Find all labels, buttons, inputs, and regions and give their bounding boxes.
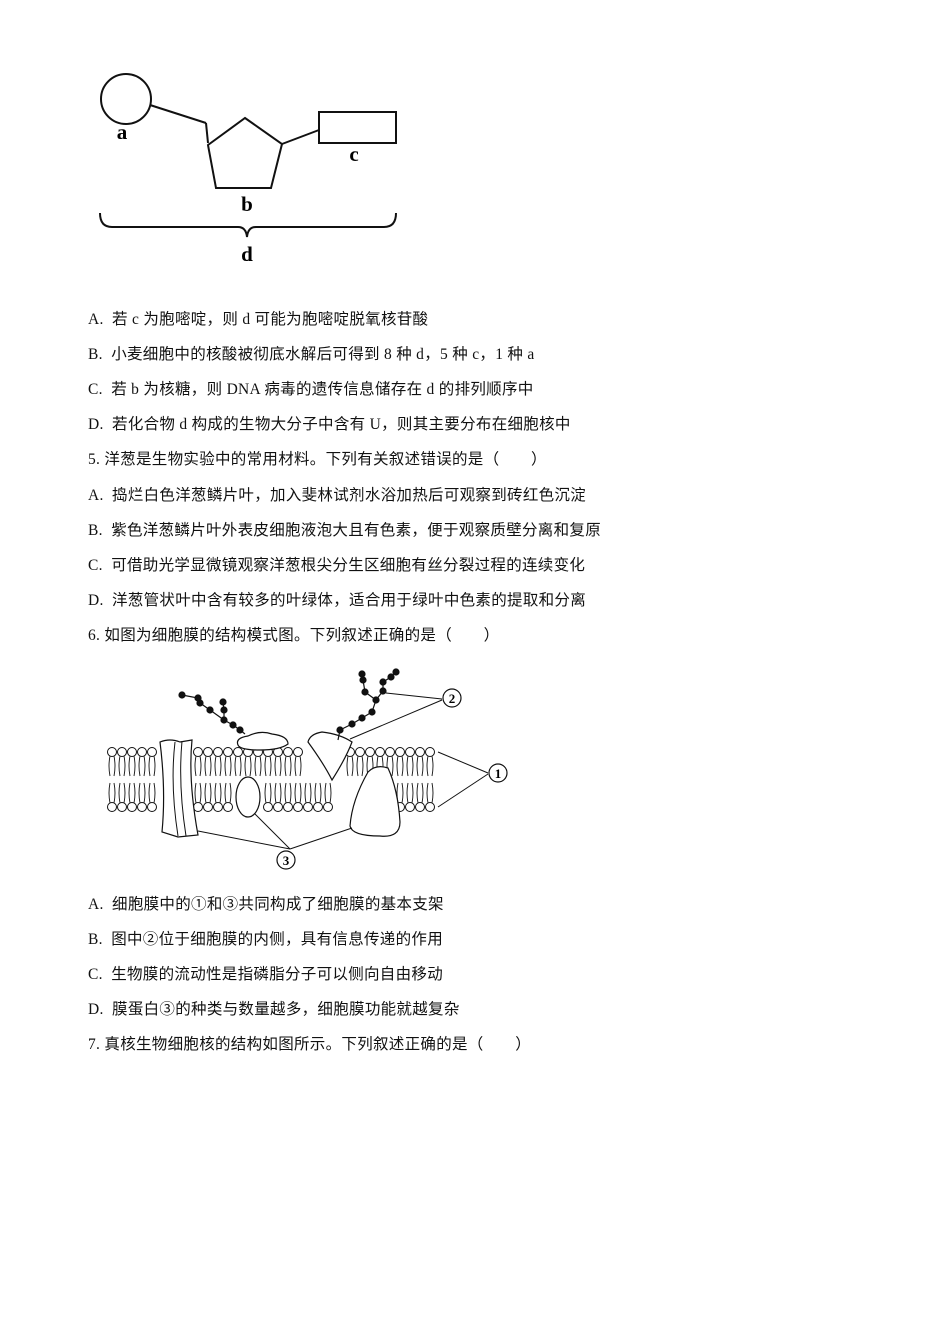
- label-b: b: [241, 192, 253, 216]
- pentose-sugar-pentagon: [206, 116, 284, 189]
- q6-option-a: A. 细胞膜中的①和③共同构成了细胞膜的基本支架: [88, 896, 444, 913]
- channel-protein: [159, 739, 199, 838]
- q4-option-b: B. 小麦细胞中的核酸被彻底水解后可得到 8 种 d，5 种 c，1 种 a: [88, 346, 535, 363]
- svg-text:2: 2: [449, 691, 456, 706]
- q6-option-b: B. 图中②位于细胞膜的内侧，具有信息传递的作用: [88, 931, 443, 948]
- q7-stem: 7. 真核生物细胞核的结构如图所示。下列叙述正确的是（ ）: [88, 1036, 532, 1053]
- base-rectangle: [318, 111, 397, 144]
- q5-option-a: A. 捣烂白色洋葱鳞片叶，加入斐林试剂水浴加热后可观察到砖红色沉淀: [88, 487, 587, 504]
- svg-text:1: 1: [495, 766, 502, 781]
- embedded-protein-large: [349, 766, 401, 837]
- q5-stem: 5. 洋葱是生物实验中的常用材料。下列有关叙述错误的是（ ）: [88, 451, 547, 468]
- glycoprotein-small: [236, 731, 289, 751]
- q6-option-d: D. 膜蛋白③的种类与数量越多，细胞膜功能就越复杂: [88, 1001, 460, 1018]
- label-d: d: [241, 242, 253, 266]
- svg-text:3: 3: [283, 853, 290, 868]
- q6-option-c: C. 生物膜的流动性是指磷脂分子可以侧向自由移动: [88, 966, 443, 983]
- q4-option-c: C. 若 b 为核糖，则 DNA 病毒的遗传信息储存在 d 的排列顺序中: [88, 381, 534, 398]
- label-3: ③ 3: [276, 850, 296, 870]
- q4-option-a: A. 若 c 为胞嘧啶，则 d 可能为胞嘧啶脱氧核苷酸: [88, 311, 429, 328]
- label-c: c: [349, 142, 358, 166]
- nucleotide-diagram: a c b d: [99, 73, 397, 266]
- label-a: a: [117, 120, 128, 144]
- label-1: ① 1: [488, 763, 508, 783]
- embedded-protein-small: [235, 776, 261, 818]
- q5-option-c: C. 可借助光学显微镜观察洋葱根尖分生区细胞有丝分裂过程的连续变化: [88, 557, 586, 574]
- sugar-chain-left: [178, 691, 246, 735]
- glycoprotein-large: [307, 731, 353, 782]
- cell-membrane-diagram: ② 2 ① 1 ③ 3: [107, 668, 508, 870]
- label-2: ② 2: [442, 688, 462, 708]
- q5-option-b: B. 紫色洋葱鳞片叶外表皮细胞液泡大且有色素，便于观察质壁分离和复原: [88, 522, 601, 539]
- brace-d: [99, 212, 397, 238]
- q5-option-d: D. 洋葱管状叶中含有较多的叶绿体，适合用于绿叶中色素的提取和分离: [88, 592, 587, 609]
- q4-option-d: D. 若化合物 d 构成的生物大分子中含有 U，则其主要分布在细胞核中: [88, 416, 571, 433]
- sugar-chain-right: [336, 668, 400, 741]
- phosphate-circle: [100, 73, 152, 125]
- q6-stem: 6. 如图为细胞膜的结构模式图。下列叙述正确的是（ ）: [88, 627, 500, 644]
